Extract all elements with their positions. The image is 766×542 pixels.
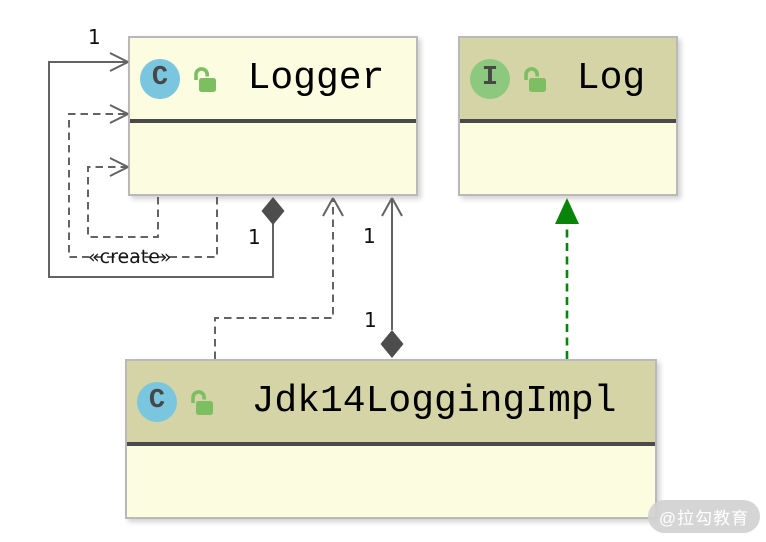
multiplicity-label: 1 [248,225,261,249]
interface-node-log[interactable]: I Log [458,36,678,196]
class-badge-icon: C [140,58,180,99]
jdk14loggingimpl-header: C Jdk14LoggingImpl [127,361,655,442]
logger-members-compartment [130,123,416,194]
logger-header: C Logger [130,38,416,119]
multiplicity-label: 1 [364,308,377,332]
interface-title-log: Log [576,57,646,100]
jdk14loggingimpl-members-compartment [127,446,655,517]
log-header: I Log [460,38,676,119]
class-title-logger: Logger [247,57,385,100]
interface-badge-icon: I [470,58,510,99]
class-badge-icon: C [137,381,177,422]
multiplicity-label: 1 [88,25,101,49]
public-unlock-icon [191,389,213,415]
public-unlock-icon [524,66,546,92]
edge-impl-logger-composition[interactable] [380,197,404,358]
class-node-logger[interactable]: C Logger [128,36,418,196]
multiplicity-label: 1 [363,224,376,248]
public-unlock-icon [194,66,216,92]
log-members-compartment [460,123,676,194]
compartment-separator [127,442,655,446]
class-node-jdk14loggingimpl[interactable]: C Jdk14LoggingImpl [125,359,657,519]
edge-impl-log-realization[interactable] [555,198,579,359]
edge-impl-logger-dependency[interactable] [214,197,344,359]
compartment-separator [460,119,676,123]
class-title-jdk14loggingimpl: Jdk14LoggingImpl [251,380,617,423]
create-stereotype-label: «create» [88,246,172,268]
watermark-badge: @拉勾教育 [648,500,760,533]
